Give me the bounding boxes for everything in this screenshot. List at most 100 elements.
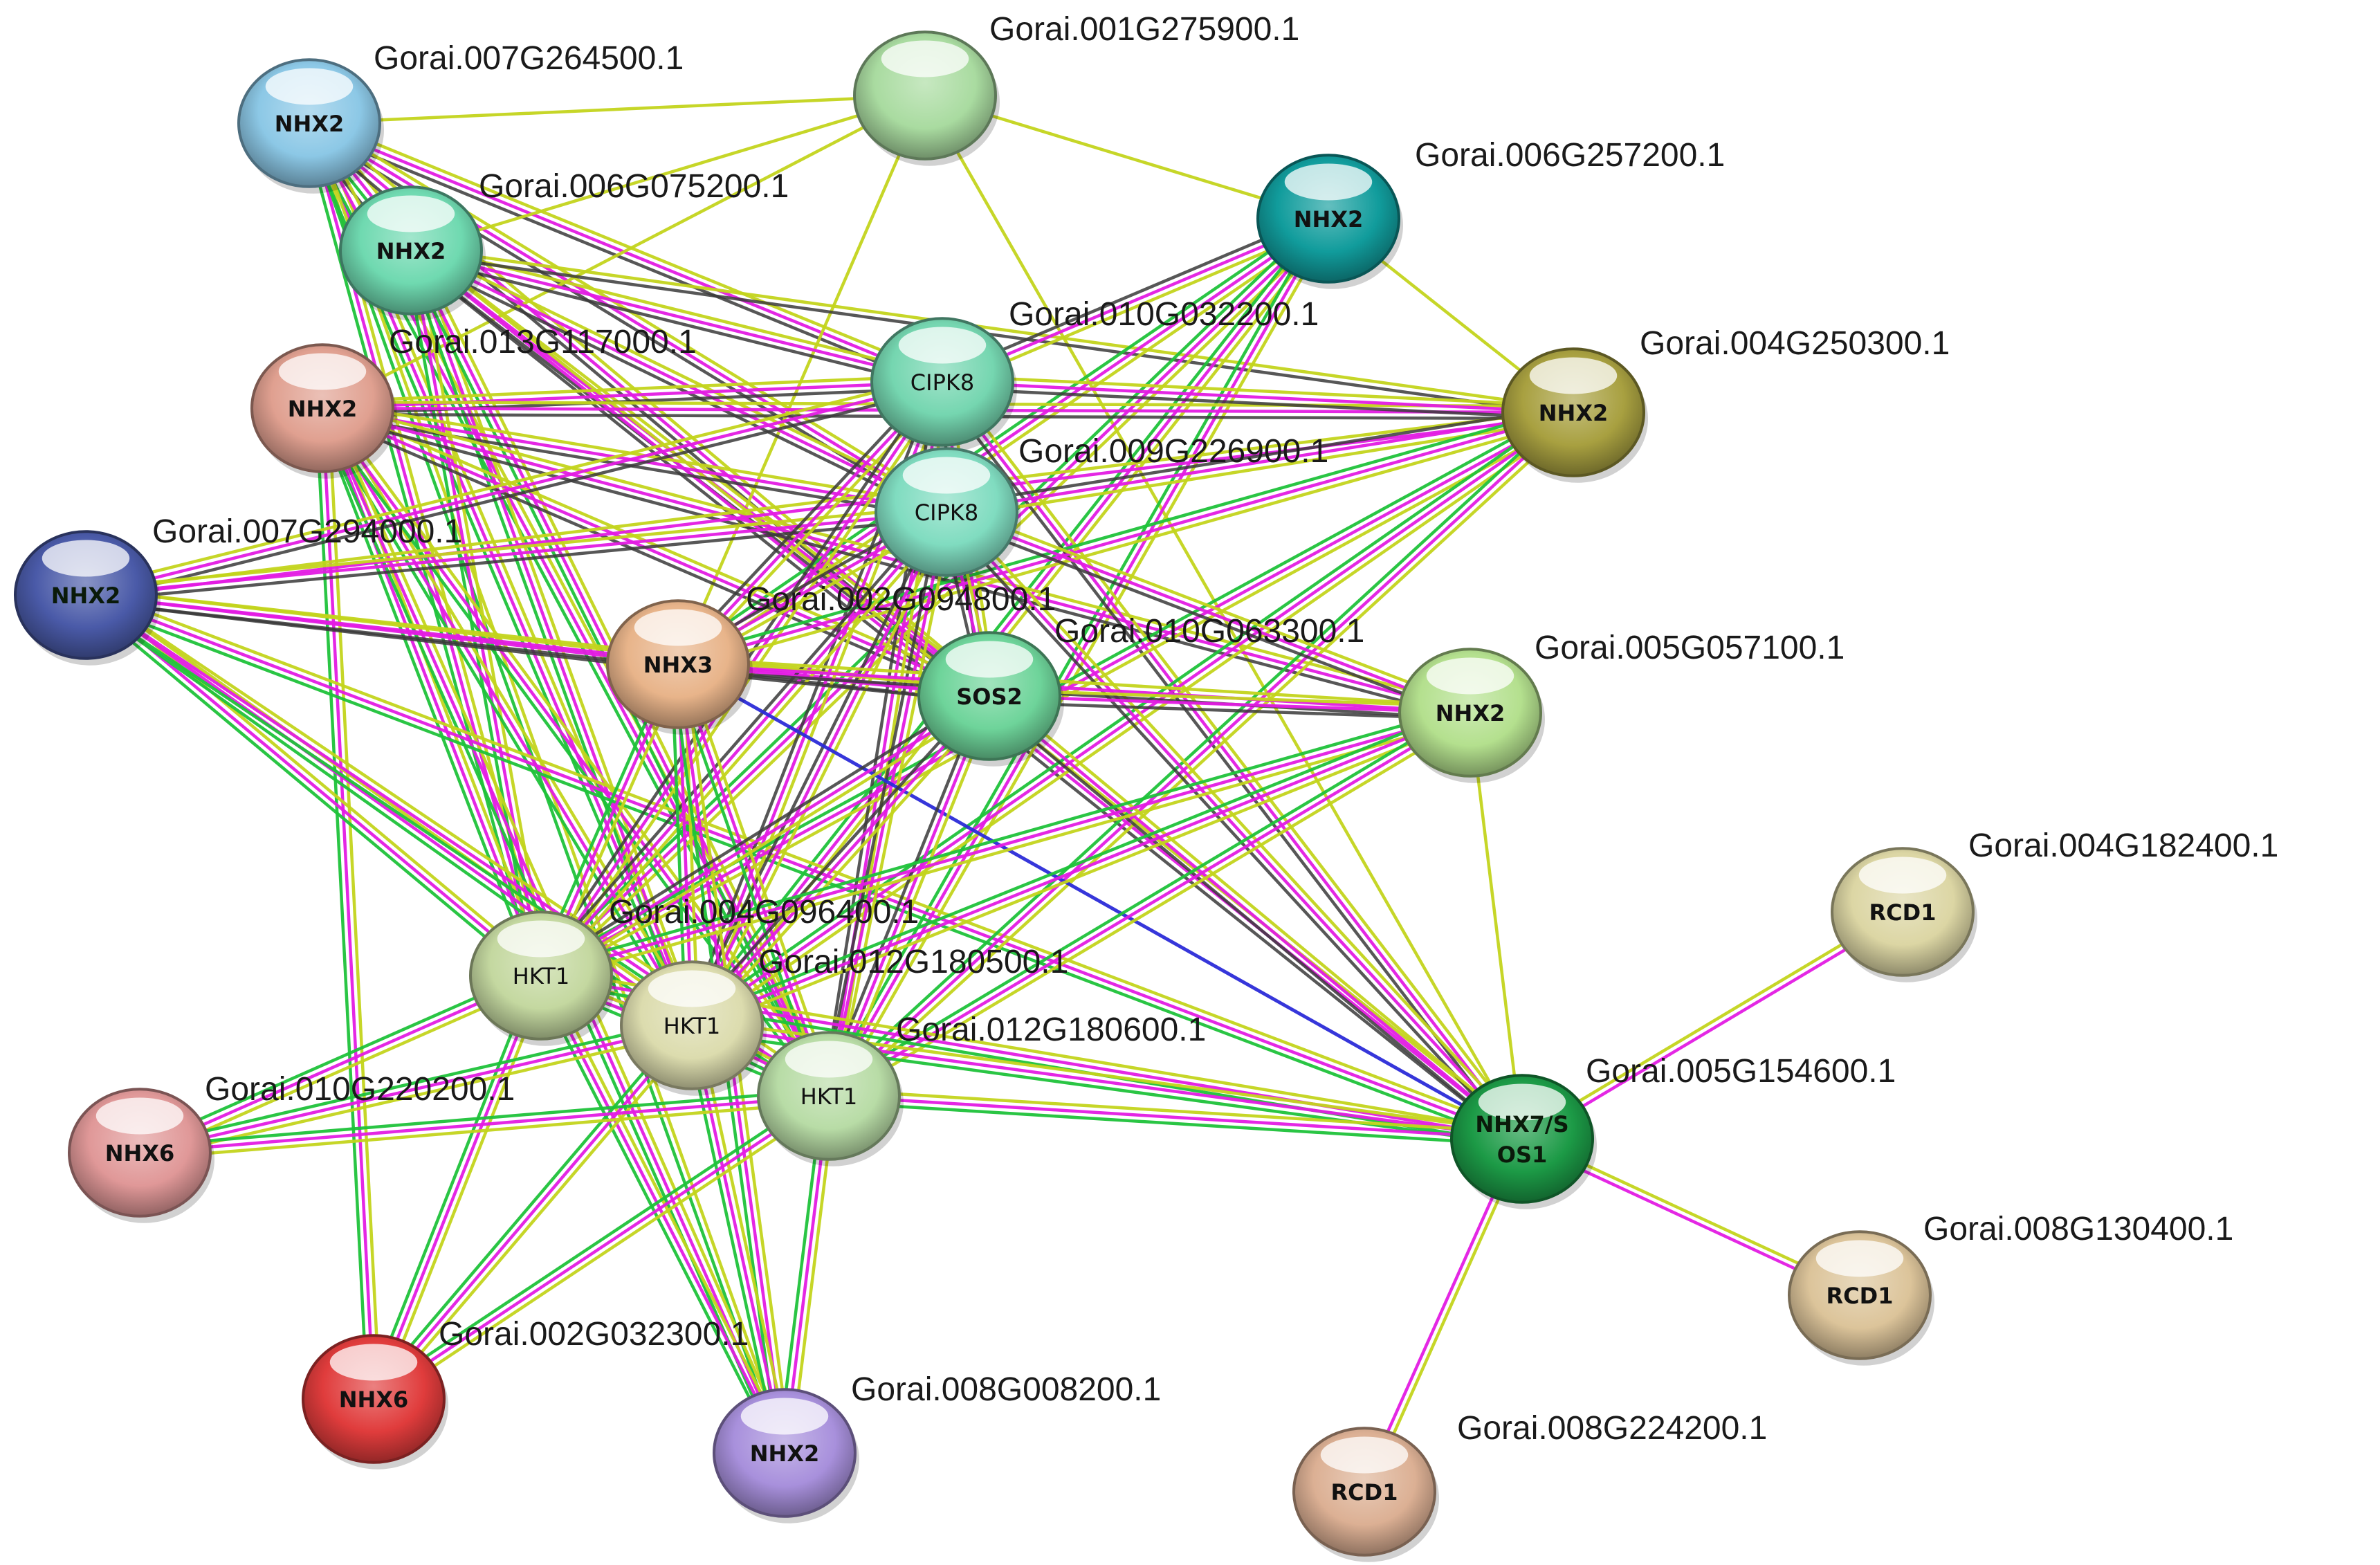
- edge-line-blue: [677, 662, 1523, 1141]
- node-gorai-010g032200-1[interactable]: CIPK8: [870, 317, 1017, 452]
- node-highlight: [329, 1344, 418, 1381]
- edge-line-yellowgreen: [87, 587, 1525, 1135]
- node-gorai-008g224200-1[interactable]: RCD1: [1292, 1427, 1439, 1562]
- node-highlight: [1815, 1240, 1904, 1277]
- node-protein-label: HKT1: [800, 1083, 857, 1110]
- node-gorai-001g275900-1[interactable]: [853, 30, 1000, 166]
- gene-id-label: Gorai.006G257200.1: [1415, 137, 1725, 174]
- node-gorai-008g130400-1[interactable]: RCD1: [1788, 1230, 1934, 1366]
- node-highlight: [945, 641, 1034, 678]
- edge-line-yellowgreen: [415, 248, 699, 1024]
- edge-line-green: [673, 212, 1326, 661]
- node-gorai-010g063300-1[interactable]: SOS2: [917, 631, 1064, 767]
- edge-gorai-002g094800-1-gorai-005g057100-1: [677, 656, 1471, 721]
- gene-id-label: Gorai.007G294000.1: [152, 513, 462, 550]
- edge-line-green: [823, 406, 1571, 1093]
- node-protein-label: RCD1: [1827, 1283, 1894, 1309]
- edge-line-yellowgreen: [378, 977, 549, 1402]
- edge-line-dark: [943, 516, 1469, 720]
- edge-line-magenta: [85, 380, 943, 597]
- edge-gorai-007g294000-1-gorai-010g032200-1: [84, 374, 944, 603]
- edge-line-yellowgreen: [140, 1100, 830, 1161]
- edge-line-green: [684, 1026, 780, 1455]
- edge-line-dark: [936, 385, 1519, 1144]
- gene-id-label: Gorai.013G117000.1: [389, 324, 697, 360]
- edge-gorai-010g032200-1-gorai-004g250300-1: [942, 374, 1574, 421]
- edge-line-magenta: [677, 217, 1330, 666]
- edge-line-dark: [940, 515, 1519, 1144]
- node-gorai-004g250300-1[interactable]: NHX2: [1501, 347, 1648, 483]
- edge-line-green: [366, 972, 537, 1398]
- node-gorai-004g182400-1[interactable]: RCD1: [1831, 847, 1977, 982]
- edge-line-magenta: [941, 381, 1523, 1140]
- node-gorai-009g226900-1[interactable]: CIPK8: [875, 447, 1021, 583]
- edge-line-yellowgreen: [376, 1099, 834, 1406]
- edge-gorai-010g063300-1-gorai-012g180500-1: [686, 690, 996, 1031]
- edge-line-dark: [984, 699, 1519, 1145]
- node-protein-label: RCD1: [1331, 1479, 1398, 1505]
- edge-line-green: [675, 405, 1573, 660]
- edge-line-yellowgreen: [831, 716, 1474, 1103]
- edge-line-magenta: [85, 510, 947, 597]
- edge-line-yellowgreen: [1468, 712, 1524, 1140]
- node-gorai-008g008200-1[interactable]: NHX2: [713, 1388, 859, 1523]
- edge-line-green: [825, 706, 1468, 1092]
- node-highlight: [902, 457, 991, 494]
- edge-line-yellowgreen: [679, 417, 1576, 672]
- edge-line-dark: [86, 386, 944, 603]
- node-protein-label: NHX2: [1436, 700, 1505, 726]
- edge-line-dark: [410, 252, 1573, 417]
- edge-line-magenta: [320, 408, 376, 1400]
- node-gorai-007g264500-1[interactable]: NHX2: [237, 58, 384, 194]
- edge-line-dark: [942, 386, 1573, 421]
- node-gorai-005g057100-1[interactable]: NHX2: [1398, 648, 1545, 783]
- node-gorai-010g220200-1[interactable]: NHX6: [68, 1088, 214, 1223]
- node-protein-label: NHX2: [288, 396, 358, 422]
- node-gorai-002g032300-1[interactable]: NHX6: [302, 1334, 448, 1470]
- node-highlight: [1529, 357, 1618, 394]
- edge-line-magenta: [410, 248, 947, 514]
- edge-line-yellowgreen: [311, 116, 946, 378]
- gene-id-label: Gorai.010G063300.1: [1054, 613, 1364, 650]
- node-gorai-004g096400-1[interactable]: HKT1: [469, 910, 616, 1046]
- gene-id-label: Gorai.002G094800.1: [746, 581, 1056, 618]
- node-gorai-006g257200-1[interactable]: NHX2: [1256, 154, 1403, 289]
- edge-gorai-012g180600-1-gorai-002g032300-1: [369, 1089, 834, 1406]
- node-gorai-002g094800-1[interactable]: NHX3: [606, 599, 753, 735]
- edge-line-yellowgreen: [693, 717, 1474, 1033]
- edge-line-green: [136, 968, 540, 1148]
- edge-line-yellowgreen: [327, 408, 382, 1399]
- edge-gorai-004g250300-1-gorai-012g180500-1: [687, 405, 1578, 1032]
- edge-line-green: [139, 1088, 829, 1148]
- edge-line-green: [369, 1089, 827, 1395]
- node-highlight: [497, 920, 585, 958]
- edge-line-dark: [989, 700, 1470, 721]
- gene-id-label: Gorai.004G250300.1: [1640, 325, 1950, 362]
- edge-line-yellowgreen: [833, 513, 955, 1098]
- node-gorai-012g180600-1[interactable]: HKT1: [757, 1031, 904, 1166]
- node-gorai-007g294000-1[interactable]: NHX2: [14, 530, 161, 666]
- edge-line-dark: [945, 404, 1573, 508]
- edge-line-magenta: [690, 695, 991, 1027]
- edge-line-magenta: [945, 511, 1523, 1140]
- node-gorai-012g180500-1[interactable]: HKT1: [620, 960, 767, 1096]
- node-gorai-006g075200-1[interactable]: NHX2: [339, 185, 486, 321]
- edge-line-magenta: [691, 711, 1471, 1027]
- edge-line-dark: [306, 127, 941, 390]
- edge-line-green: [138, 1018, 691, 1148]
- node-protein-label: SOS2: [956, 684, 1023, 710]
- node-protein-label: NHX2: [750, 1440, 820, 1467]
- edge-line-magenta: [677, 410, 1574, 666]
- edge-line-green: [80, 598, 538, 982]
- edge-line-dark: [537, 689, 987, 972]
- edge-line-yellowgreen: [696, 513, 954, 1029]
- edge-line-yellowgreen: [682, 661, 836, 1095]
- node-gorai-013g117000-1[interactable]: NHX2: [250, 343, 397, 479]
- gene-id-label: Gorai.006G075200.1: [479, 168, 789, 205]
- edge-line-magenta: [540, 511, 948, 977]
- node-protein-label: NHX2: [1294, 206, 1364, 232]
- edge-line-magenta: [988, 695, 1523, 1140]
- edge-line-yellowgreen: [309, 93, 926, 125]
- edge-line-magenta: [827, 411, 1575, 1097]
